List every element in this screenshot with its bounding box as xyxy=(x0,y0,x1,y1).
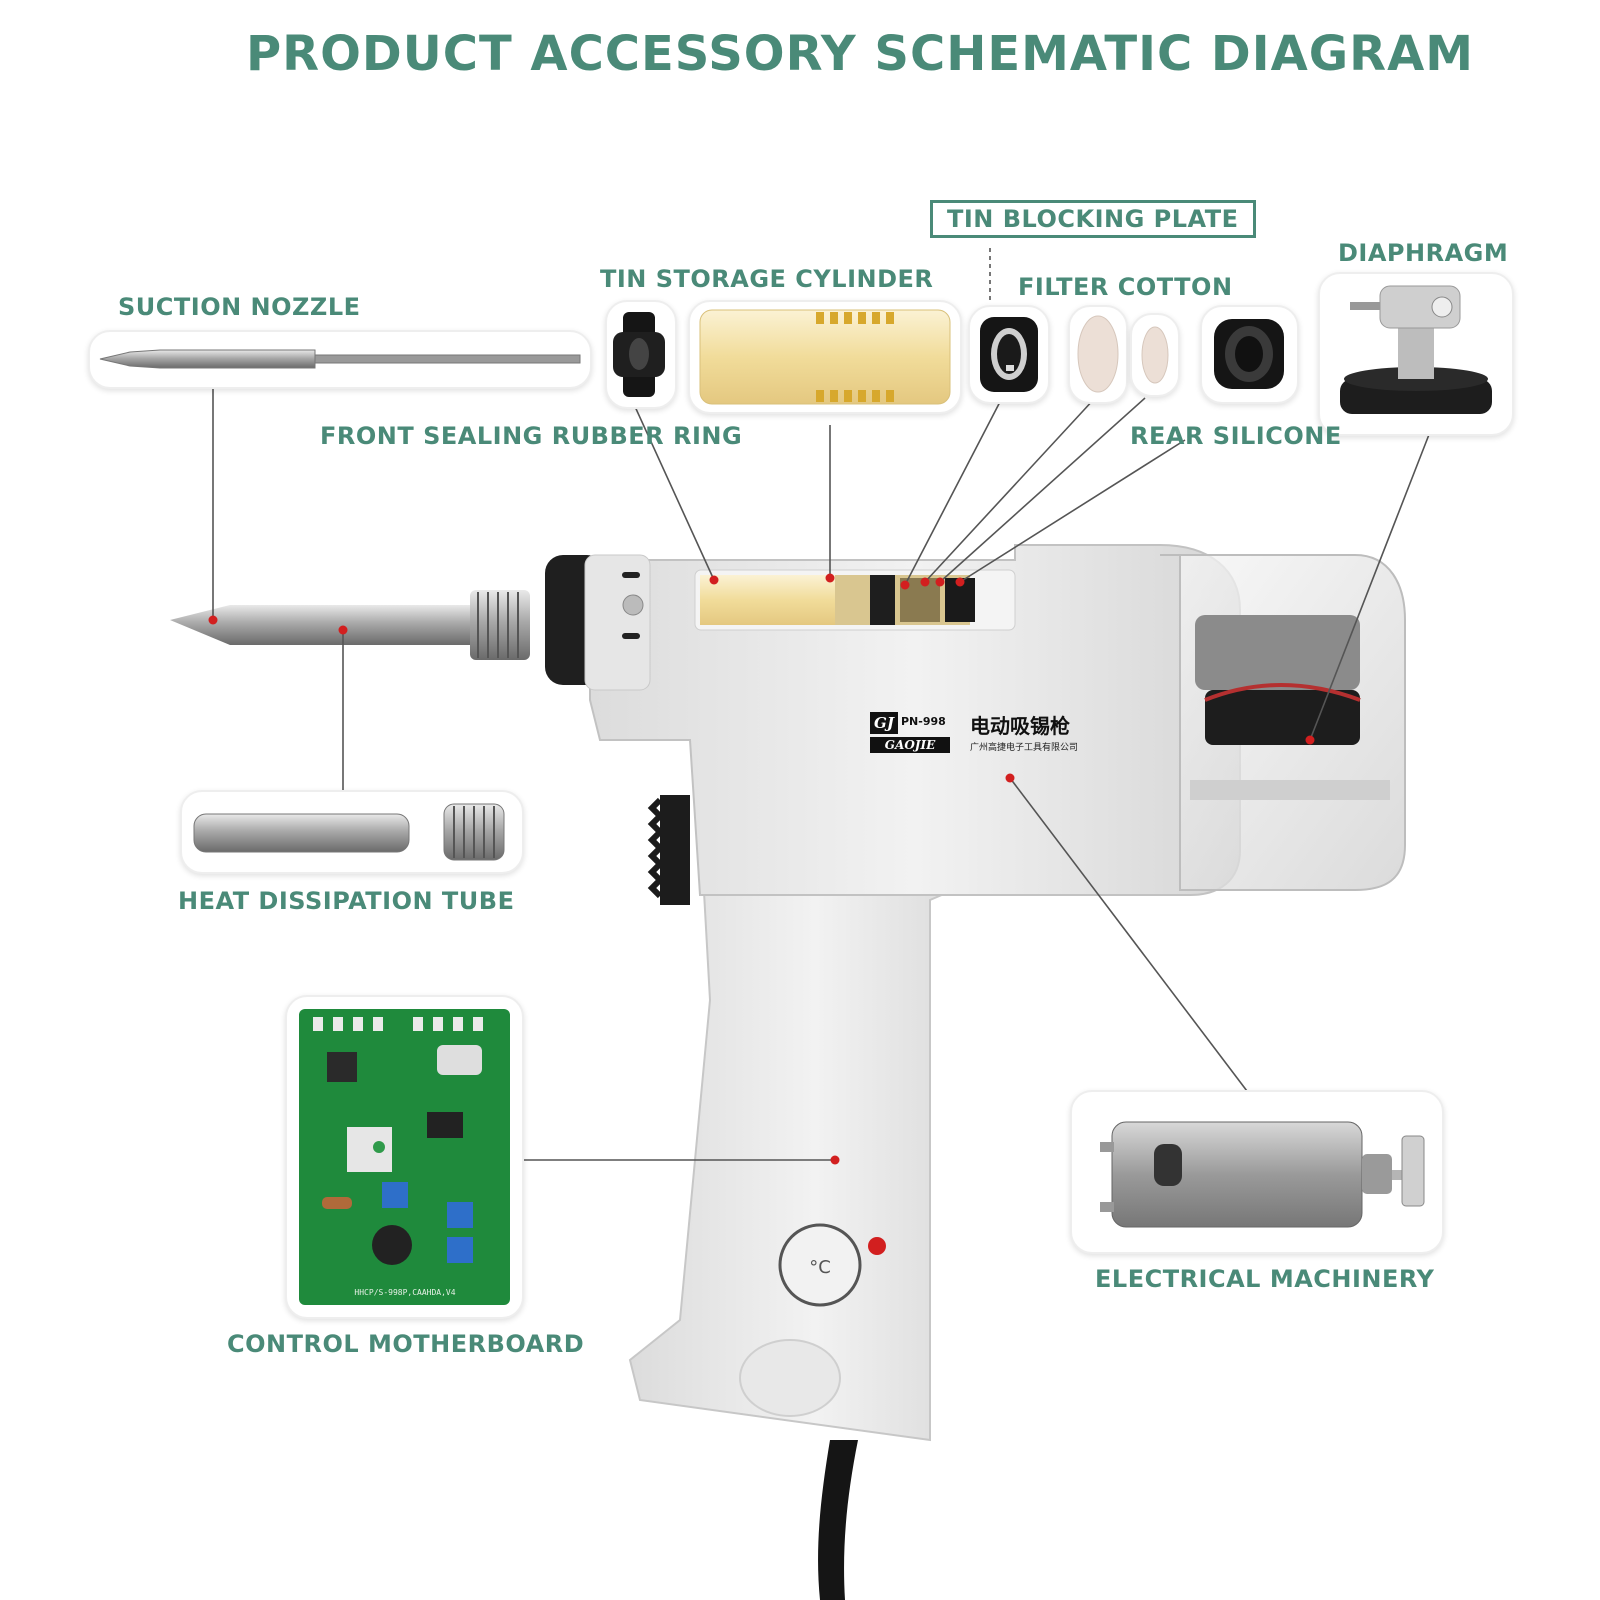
diaphragm-image xyxy=(1340,285,1492,414)
pcb-image: HHCP/S-998P,CAAHDA,V4 xyxy=(299,1009,510,1305)
front-sealing-ring-card xyxy=(605,300,677,409)
product-badge: GJ PN-998 GAOJIE 电动吸锡枪 广州高捷电子工具有限公司 xyxy=(870,712,1105,762)
motor-image xyxy=(1100,1121,1425,1228)
label-diaphragm: DIAPHRAGM xyxy=(1338,239,1509,267)
temperature-dial xyxy=(778,1223,862,1307)
label-suction-nozzle: SUCTION NOZZLE xyxy=(118,293,361,321)
filter-cotton-large-image xyxy=(1077,315,1119,393)
label-front-sealing-rubber-ring: FRONT SEALING RUBBER RING xyxy=(320,422,743,450)
product-name-cn: 电动吸锡枪 xyxy=(970,714,1070,738)
company-name-cn: 广州高捷电子工具有限公司 xyxy=(970,743,1079,753)
heat-dissipation-tube-card xyxy=(180,790,524,874)
model-number: PN-998 xyxy=(901,715,946,728)
power-led xyxy=(868,1237,886,1255)
label-tin-storage-cylinder: TIN STORAGE CYLINDER xyxy=(600,265,934,293)
heat-tube-image xyxy=(193,803,505,861)
electrical-machinery-card xyxy=(1070,1090,1444,1254)
cylinder-image xyxy=(699,309,951,405)
label-electrical-machinery: ELECTRICAL MACHINERY xyxy=(1095,1265,1435,1293)
power-cable xyxy=(818,1440,858,1600)
filter-cotton-card-small xyxy=(1130,313,1180,397)
page-title: PRODUCT ACCESSORY SCHEMATIC DIAGRAM xyxy=(245,26,1475,82)
tin-storage-cylinder-card xyxy=(688,300,962,414)
brand-mark: GJ xyxy=(870,712,898,734)
filter-cotton-card-large xyxy=(1068,305,1128,404)
blocking-plate-image xyxy=(980,317,1038,392)
markers xyxy=(208,573,1315,1165)
nozzle-assembly xyxy=(170,590,530,660)
control-motherboard-card: HHCP/S-998P,CAAHDA,V4 xyxy=(285,995,524,1319)
label-control-motherboard: CONTROL MOTHERBOARD xyxy=(227,1330,585,1358)
diaphragm-card xyxy=(1318,272,1514,436)
label-tin-blocking-plate: TIN BLOCKING PLATE xyxy=(930,200,1256,238)
leader-lines xyxy=(212,248,1431,1161)
rubber-ring-image xyxy=(613,312,665,397)
pcb-marking: HHCP/S-998P,CAAHDA,V4 xyxy=(354,1288,455,1297)
brand-name: GAOJIE xyxy=(870,737,950,753)
suction-nozzle-card xyxy=(88,330,592,389)
tin-blocking-plate-card xyxy=(968,305,1050,404)
lamp-window xyxy=(739,1339,841,1417)
celsius-icon: °C xyxy=(809,1257,831,1278)
screw-icon xyxy=(622,594,644,616)
filter-cotton-small-image xyxy=(1141,326,1169,384)
trigger-icon xyxy=(647,795,690,905)
rear-silicone-image xyxy=(1214,319,1284,389)
desoldering-gun: °C xyxy=(545,544,1406,1600)
suction-nozzle-image xyxy=(99,349,581,369)
label-filter-cotton: FILTER COTTON xyxy=(1018,273,1233,301)
label-rear-silicone: REAR SILICONE xyxy=(1130,422,1342,450)
label-heat-dissipation-tube: HEAT DISSIPATION TUBE xyxy=(178,887,515,915)
rear-silicone-card xyxy=(1200,305,1299,404)
